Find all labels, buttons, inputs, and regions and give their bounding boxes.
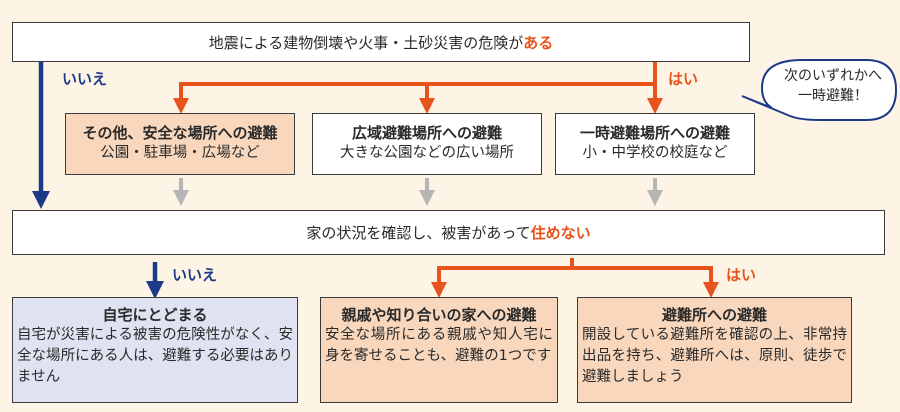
yes-branch-2 [431, 258, 574, 298]
label-yes-1: はい [668, 70, 699, 88]
label-yes-2: はい [726, 266, 757, 284]
result-title-relatives: 親戚や知り合いの家への避難 [341, 306, 537, 324]
yes-branch-1 [173, 62, 657, 114]
result-body-stay-home: 自宅が災害による被害の危険性がなく、安全な場所にある人は、避難する必要はありませ… [17, 327, 293, 385]
label-no-1: いいえ [62, 70, 108, 88]
question-middle-text: 家の状況を確認し、被害があって [306, 224, 531, 242]
option-box-temporary: 一時避難場所への避難 小・中学校の校庭など [555, 113, 755, 175]
result-body-shelter: 開設している避難所を確認の上、非常持出品を持ち、避難所へは、原則、徒歩で避難しま… [582, 327, 847, 385]
question-box-top: 地震による建物倒壊や火事・土砂災害の危険がある [12, 22, 750, 62]
option-sub-temporary: 小・中学校の校庭など [582, 145, 728, 161]
result-body-relatives: 安全な場所にある親戚や知人宅に身を寄せることも、避難の1つです [325, 327, 553, 364]
yes-branch-2-right [572, 266, 719, 298]
option-sub-wide-area: 大きな公園などの広い場所 [340, 145, 514, 161]
result-box-stay-home: 自宅にとどまる 自宅が災害による被害の危険性がなく、安全な場所にある人は、避難す… [12, 297, 298, 403]
option-title-other: その他、安全な場所への避難 [82, 124, 278, 142]
result-box-shelter: 避難所への避難 開設している避難所を確認の上、非常持出品を持ち、避難所へは、原則… [577, 297, 852, 403]
question-top-text: 地震による建物倒壊や火事・土砂災害の危険が [208, 33, 524, 52]
option-sub-other: 公園・駐車場・広場など [100, 145, 260, 161]
result-box-relatives: 親戚や知り合いの家への避難 安全な場所にある親戚や知人宅に身を寄せることも、避難… [320, 297, 558, 403]
label-no-2: いいえ [172, 266, 218, 284]
speech-bubble [741, 59, 898, 121]
option-title-wide-area: 広域避難場所への避難 [351, 124, 502, 142]
option-box-wide-area: 広域避難場所への避難 大きな公園などの広い場所 [312, 113, 542, 175]
question-box-middle: 家の状況を確認し、被害があって住めない [12, 210, 885, 255]
question-middle-emph: 住めない [530, 224, 591, 242]
question-top-emph: ある [523, 33, 554, 52]
bubble-line-2: 一時避難！ [798, 88, 868, 104]
result-title-stay-home: 自宅にとどまる [102, 306, 208, 324]
bubble-text: 次のいずれかへ 一時避難！ [778, 66, 888, 106]
option-box-other: その他、安全な場所への避難 公園・駐車場・広場など [65, 113, 295, 175]
result-title-shelter: 避難所への避難 [661, 306, 767, 324]
option-title-temporary: 一時避難場所への避難 [579, 124, 730, 142]
bubble-line-1: 次のいずれかへ [784, 68, 882, 84]
